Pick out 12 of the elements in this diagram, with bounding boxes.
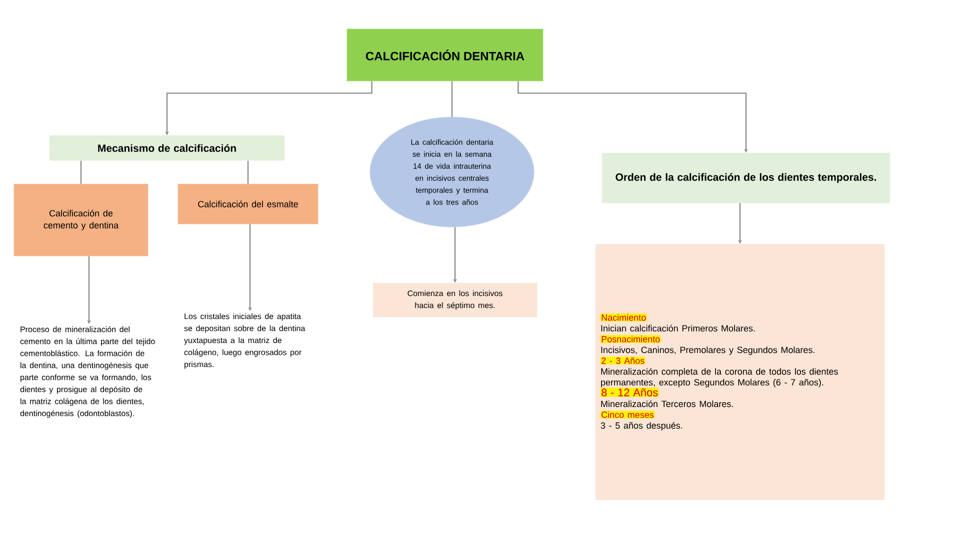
category-box: Orden de la calcificación de los dientes temporales. xyxy=(602,152,890,204)
description-text: Los cristales iniciales de apatita se depositan sobre de la dentina yuxtapuesta a la matriz de colágeno, luego engrosados por prismas. xyxy=(184,313,306,369)
process-box: Calcificación de cemento y dentina xyxy=(14,184,148,256)
category-box: Mecanismo de calcificación xyxy=(49,135,285,161)
connector xyxy=(247,160,249,184)
description-text: Proceso de mineralización del cemento en la última parte del tejido cementoblástico. La formación de la dentina, una dentinogénesis que parte conforme se va formando, los dientes y prosigue al depósito de la matriz colágena de los dientes, dentinogénesis (odontoblastos). xyxy=(20,326,155,418)
note-box: Comienza en los incisivos hacia el séptimo mes. xyxy=(372,282,538,318)
process-box: Calcificación del esmalte xyxy=(178,184,318,224)
connector xyxy=(451,81,453,117)
connector xyxy=(80,160,82,184)
timeline-box: Nacimiento Inician calcificación Primeros Molares. Posnacimiento Incisivos, Caninos, Premolares y Segundos Molares. 2 - 3 Años Mineralización completa de la corona de todos los dientes permanentes, excepto Segundos Molares (6 - 7 años). 8 - 12 Años Mineralización Terceros Molares. Cinco meses 3 - 5 años después. xyxy=(596,244,884,500)
title-box: CALCIFICACIÓN DENTARIA xyxy=(346,28,544,82)
